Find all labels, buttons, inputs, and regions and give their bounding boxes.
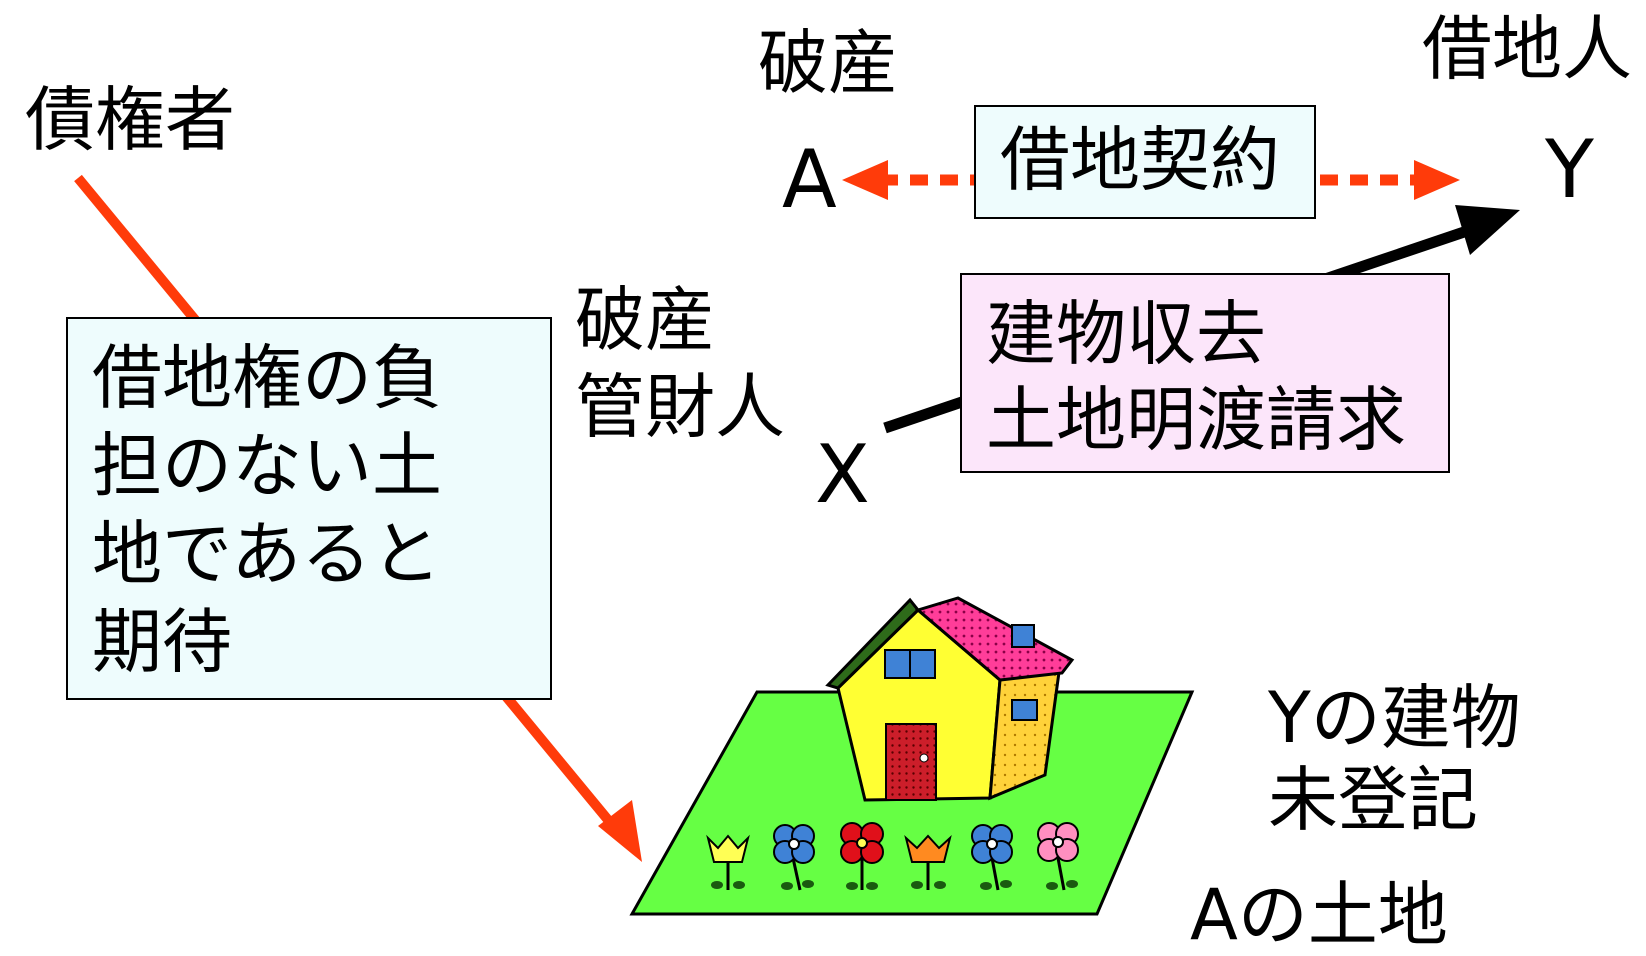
flower-2 bbox=[773, 824, 815, 891]
demand-box: 建物収去 土地明渡請求 bbox=[960, 273, 1450, 473]
expectation-line-4: 期待 bbox=[92, 601, 232, 683]
trustee-label-line1: 破産 bbox=[575, 279, 715, 361]
flower-6 bbox=[1037, 822, 1079, 891]
expectation-line-2: 担のない土 bbox=[92, 425, 442, 507]
lease-contract-box: 借地契約 bbox=[974, 105, 1316, 219]
party-y-label: Y bbox=[1545, 123, 1594, 216]
y-building-label-line1: Yの建物 bbox=[1268, 677, 1521, 759]
a-land-label: Aの土地 bbox=[1190, 874, 1448, 956]
creditor-label: 債権者 bbox=[25, 79, 235, 161]
demand-line-1: 建物収去 bbox=[986, 293, 1266, 375]
party-a-label: A bbox=[782, 133, 837, 226]
expectation-box: 借地権の負 担のない土 地であると 期待 bbox=[66, 317, 552, 700]
lease-arrow bbox=[842, 160, 1460, 200]
y-building-label-line2: 未登記 bbox=[1268, 759, 1478, 841]
flower-5 bbox=[971, 824, 1013, 891]
flower-1 bbox=[706, 834, 750, 890]
flowers-illustration bbox=[706, 822, 1079, 891]
party-x-label: X bbox=[815, 428, 870, 521]
expectation-line-3: 地であると bbox=[92, 513, 442, 595]
lessee-label: 借地人 bbox=[1422, 8, 1632, 90]
trustee-label-line2: 管財人 bbox=[575, 366, 785, 448]
lease-contract-text: 借地契約 bbox=[1000, 119, 1280, 201]
house-illustration bbox=[825, 596, 1075, 802]
demand-line-2: 土地明渡請求 bbox=[986, 379, 1406, 461]
flower-4 bbox=[904, 834, 952, 890]
bankrupt-label: 破産 bbox=[758, 22, 898, 104]
flower-3 bbox=[840, 822, 884, 890]
expectation-line-1: 借地権の負 bbox=[92, 337, 442, 419]
